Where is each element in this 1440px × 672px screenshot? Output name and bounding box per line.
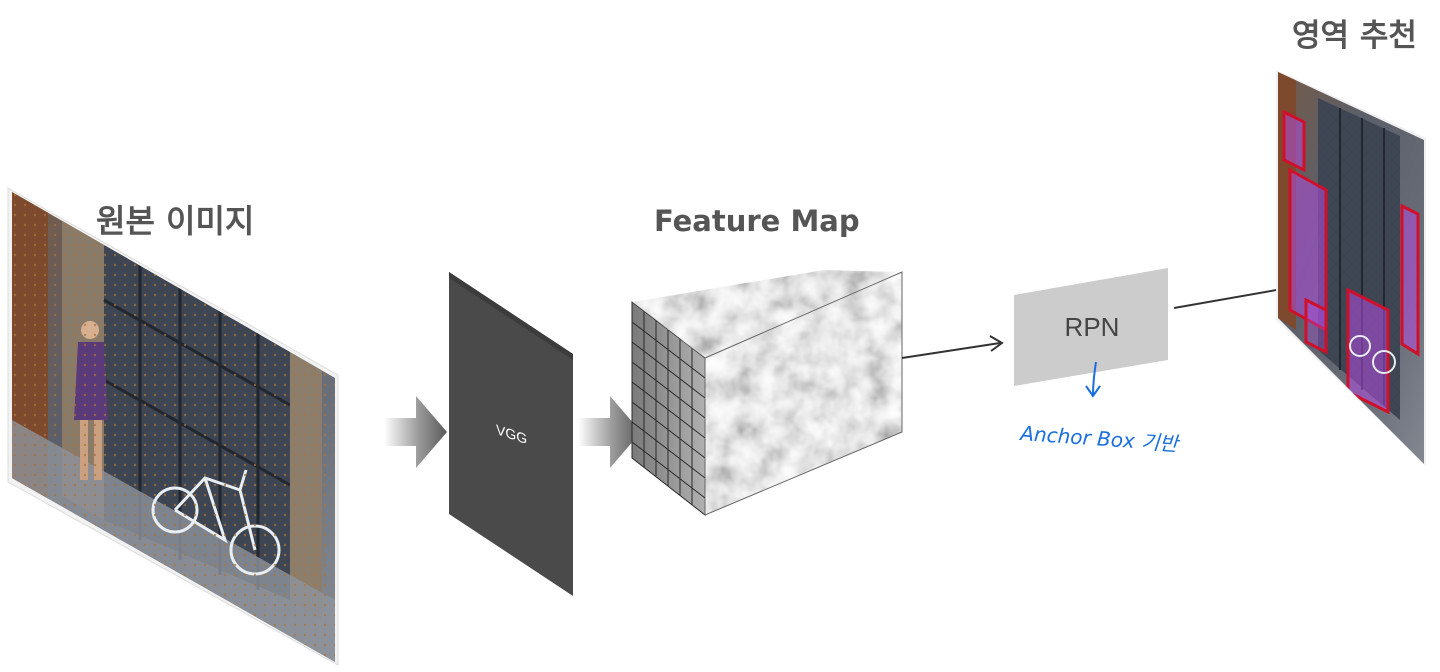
original-image-title: 원본 이미지	[96, 202, 255, 240]
region-proposal-image	[1276, 70, 1426, 466]
proposal-boxes	[1282, 109, 1420, 415]
vgg-panel: VGG	[449, 272, 573, 596]
arrow-down-icon	[1085, 361, 1101, 398]
block-arrow-right-icon	[578, 396, 641, 468]
block-arrow-right-icon	[384, 396, 447, 468]
arrow-right-icon	[901, 335, 1004, 359]
anchor-box-note: Anchor Box 기반	[1018, 421, 1182, 456]
rpn-box: RPN	[1014, 268, 1168, 386]
region-proposal-title: 영역 추천	[1292, 18, 1417, 54]
feature-map-cube	[631, 270, 903, 517]
feature-map-title: Feature Map	[654, 204, 860, 238]
rpn-label: RPN	[1065, 312, 1120, 342]
input-image	[7, 187, 339, 666]
